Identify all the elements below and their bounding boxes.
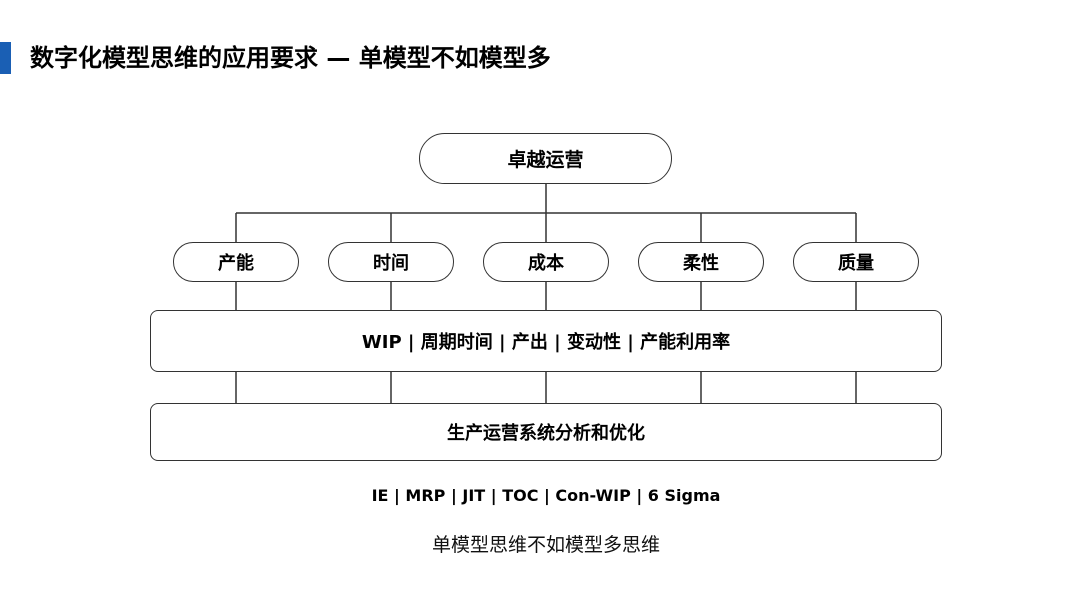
- metrics-bar: WIP | 周期时间 | 产出 | 变动性 | 产能利用率: [150, 310, 942, 372]
- slide-caption: 单模型思维不如模型多思维: [431, 534, 660, 556]
- slide-title: 数字化模型思维的应用要求 — 单模型不如模型多: [30, 44, 551, 72]
- dimension-node-cost: 成本: [483, 242, 609, 282]
- dimension-node-flexibility: 柔性: [638, 242, 764, 282]
- dimension-node-time: 时间: [328, 242, 454, 282]
- title-accent-bar: [0, 42, 11, 74]
- root-node-excellent-operations: 卓越运营: [419, 133, 672, 184]
- dimension-node-capacity: 产能: [173, 242, 299, 282]
- methods-list: IE | MRP | JIT | TOC | Con-WIP | 6 Sigma: [371, 486, 721, 505]
- analysis-bar: 生产运营系统分析和优化: [150, 403, 942, 461]
- dimension-node-quality: 质量: [793, 242, 919, 282]
